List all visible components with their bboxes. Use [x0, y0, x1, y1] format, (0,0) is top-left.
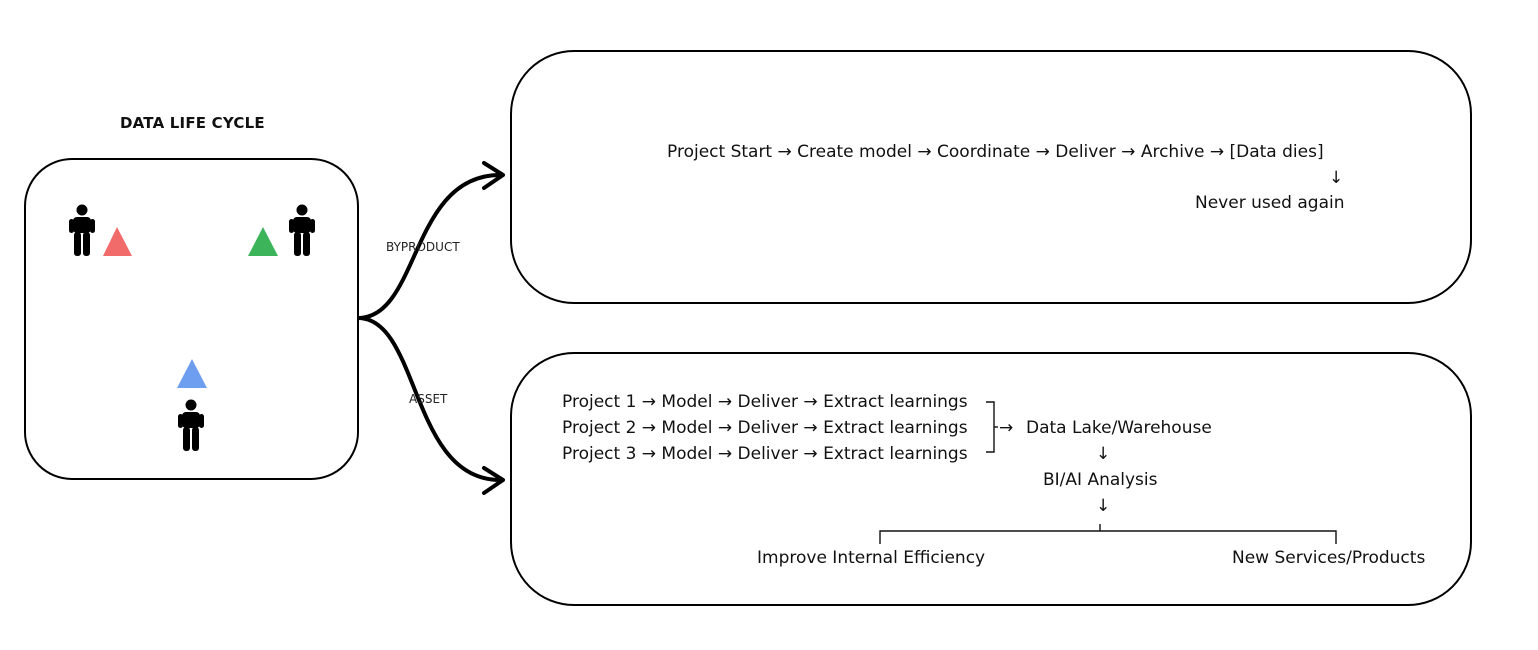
project-row: Project 1 → Model → Deliver → Extract le…	[562, 392, 968, 412]
merge-bracket	[986, 401, 995, 453]
asset-box	[510, 352, 1472, 606]
asset-connector	[357, 316, 501, 482]
data-lake-label: Data Lake/Warehouse	[1026, 418, 1212, 438]
project-row: Project 3 → Model → Deliver → Extract le…	[562, 444, 968, 464]
merge-arrow: →	[999, 418, 1014, 438]
project-row: Project 2 → Model → Deliver → Extract le…	[562, 418, 968, 438]
red-triangle	[103, 227, 132, 256]
person-icon	[178, 399, 204, 451]
diagram-title: DATA LIFE CYCLE	[120, 114, 265, 132]
outcome-efficiency: Improve Internal Efficiency	[757, 548, 986, 568]
lake-down-arrow: ↓	[1096, 444, 1111, 464]
asset-arrowhead	[482, 466, 505, 495]
bi-ai-analysis-label: BI/AI Analysis	[1043, 470, 1158, 490]
analysis-down-arrow: ↓	[1096, 496, 1111, 516]
split-bracket	[879, 530, 1337, 544]
outcome-new-services: New Services/Products	[1232, 548, 1426, 568]
byproduct-end: Never used again	[1195, 193, 1345, 213]
byproduct-box	[510, 50, 1472, 304]
person-icon	[289, 204, 315, 256]
person-icon	[69, 204, 95, 256]
byproduct-chain: Project Start → Create model → Coordinat…	[667, 142, 1324, 162]
asset-label: ASSET	[409, 392, 448, 406]
byproduct-arrowhead	[482, 161, 505, 190]
byproduct-down-arrow: ↓	[1329, 168, 1344, 188]
byproduct-connector	[357, 173, 501, 320]
byproduct-label: BYPRODUCT	[386, 240, 460, 254]
blue-triangle	[177, 359, 207, 388]
green-triangle	[248, 227, 278, 256]
